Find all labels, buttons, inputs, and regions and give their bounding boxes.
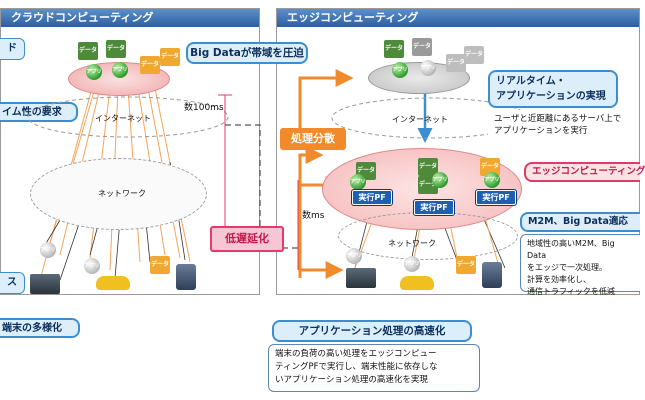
bigdata-callout: Big Dataが帯域を圧迫: [186, 42, 308, 64]
data-cube-icon: データ: [106, 40, 126, 58]
realtime-callout: リアルタイム・ アプリケーションの実現: [488, 70, 618, 108]
m2m-description: 地域性の高いM2M、Big Data をエッジで一次処理。 計算を効率化し、 通…: [520, 234, 640, 296]
data-cube-icon: データ: [480, 158, 500, 176]
app-ball-icon: アプリ: [420, 60, 436, 76]
app-ball-icon: アプリ: [112, 62, 128, 78]
data-cube-icon: データ: [140, 56, 160, 74]
speedup-description: 端末の負荷の高い処理をエッジコンピュー ティングPFで実行し、端末性能に依存しな…: [268, 344, 480, 392]
data-cube-icon: データ: [456, 256, 476, 274]
app-ball-icon: アプリ: [84, 258, 100, 274]
left-internet-label: インターネット: [95, 114, 151, 123]
data-cube-icon: データ: [412, 38, 432, 56]
right-internet-label: インターネット: [392, 115, 448, 124]
data-cube-icon: データ: [78, 42, 98, 60]
edge-pf-1: 実行PF: [352, 190, 392, 205]
low-latency-label: 低遅延化: [210, 226, 284, 252]
speedup-callout: アプリケーション処理の高速化: [272, 320, 472, 342]
edge-network-ellipse: [338, 212, 518, 260]
app-ball-icon: アプリ: [346, 248, 362, 264]
laptop-icon: [30, 274, 60, 294]
terminal-diversity-label: 端末の多様化: [0, 318, 80, 338]
app-ball-icon: アプリ: [404, 256, 420, 272]
m2m-callout: M2M、Big Data適応: [520, 212, 640, 232]
app-ball-icon: アプリ: [40, 242, 56, 258]
data-cube-icon: データ: [384, 40, 404, 58]
data-cube-icon: データ: [160, 48, 180, 66]
realtime-description: ユーザと近距離にあるサーバ上で アプリケーションを実行: [488, 110, 638, 142]
data-cube-icon: データ: [446, 54, 466, 72]
distribution-label: 処理分散: [280, 128, 346, 150]
edge-computing-callout: エッジコンピューティング: [524, 162, 645, 182]
laptop-icon: [346, 268, 376, 288]
right-network-label: ネットワーク: [388, 239, 436, 248]
edge-pf-3: 実行PF: [476, 190, 516, 205]
edge-panel-title: エッジコンピューティング: [277, 9, 639, 27]
data-cube-icon: データ: [150, 256, 170, 274]
cloud-panel-title: クラウドコンピューティング: [1, 9, 259, 27]
left-stub-bottom: ス: [0, 272, 25, 294]
realtime-requirement-label: イム性の要求: [0, 102, 78, 122]
app-ball-icon: アプリ: [350, 174, 366, 190]
left-network-cloud: [30, 158, 207, 230]
edge-pf-2: 実行PF: [414, 200, 454, 215]
camera-icon: [176, 264, 196, 290]
app-ball-icon: アプリ: [484, 172, 500, 188]
camera-icon: [482, 262, 502, 288]
app-ball-icon: アプリ: [392, 62, 408, 78]
app-ball-icon: アプリ: [86, 64, 102, 80]
left-stub-top: ド: [0, 38, 25, 60]
data-cube-icon: データ: [418, 158, 438, 176]
right-latency-label: 数ms: [302, 211, 325, 221]
car-icon: [96, 276, 130, 290]
left-network-label: ネットワーク: [98, 189, 146, 198]
data-cube-icon: データ: [464, 46, 484, 64]
left-latency-label: 数100ms: [184, 103, 224, 113]
car-icon: [400, 276, 434, 290]
app-ball-icon: アプリ: [432, 172, 448, 188]
